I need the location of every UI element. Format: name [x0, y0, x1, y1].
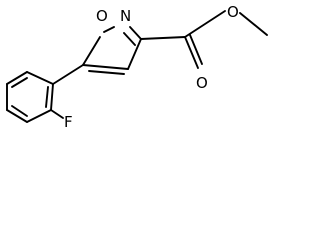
aryl-isoxazole-bond [52, 64, 84, 85]
carbonyl-oxygen-label: O [196, 74, 208, 92]
ring-nitrogen-label: N [120, 7, 131, 25]
methyl-ester-group [140, 10, 268, 69]
ring-oxygen-label: O [96, 7, 108, 25]
isoxazole-ring [82, 26, 142, 75]
fluorine-label: F [64, 113, 73, 131]
chemical-structure-diagram: O N O O F [6, 3, 268, 131]
aryl-fluorine-bond [50, 109, 64, 119]
benzene-ring [6, 71, 54, 123]
ester-oxygen-label: O [227, 3, 239, 21]
